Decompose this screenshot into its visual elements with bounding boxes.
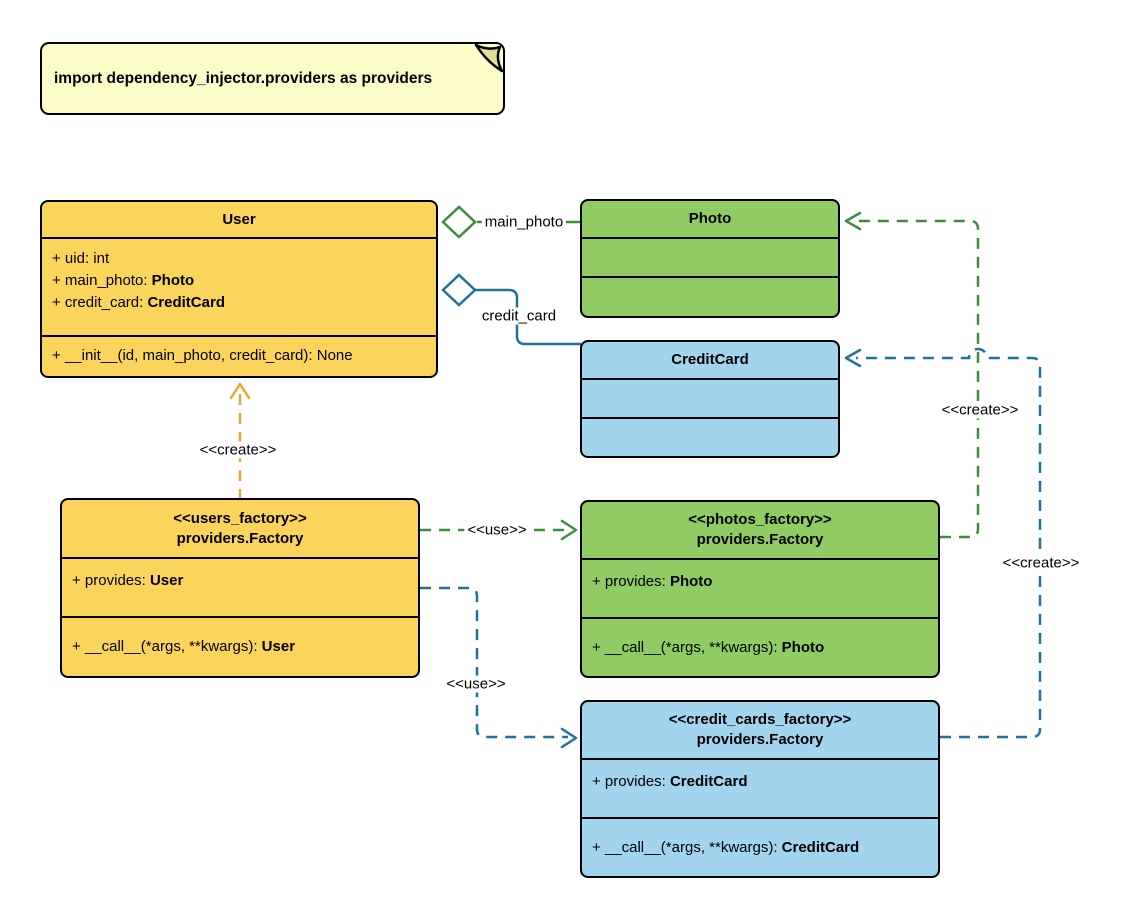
class-photos-factory-attributes: + provides: Photo: [582, 558, 938, 617]
note-text: import dependency_injector.providers as …: [54, 69, 433, 87]
attribute-row: + provides: CreditCard: [592, 773, 748, 790]
class-photos-factory[interactable]: <<photos_factory>> providers.Factory + p…: [580, 500, 940, 678]
arrowhead-create-creditcard: [844, 348, 862, 368]
class-creditcard-attributes: [582, 378, 838, 417]
class-photo-methods: [582, 276, 838, 316]
attribute-row: + provides: Photo: [592, 573, 713, 590]
title-line: providers.Factory: [176, 529, 304, 547]
class-user-attributes: + uid: int + main_photo: Photo + credit_…: [42, 237, 436, 335]
aggregation-diamond-photo: [441, 205, 477, 239]
class-credit-cards-factory[interactable]: <<credit_cards_factory>> providers.Facto…: [580, 700, 940, 878]
class-photos-factory-methods: + __call__(*args, **kwargs): Photo: [582, 617, 938, 676]
attribute-row: + uid: int: [52, 250, 110, 267]
arrowhead-use-photosfactory: [560, 519, 578, 541]
class-creditcard[interactable]: CreditCard: [580, 340, 840, 458]
class-user-methods: + __init__(id, main_photo, credit_card):…: [42, 335, 436, 376]
attribute-row: + main_photo: Photo: [52, 272, 195, 289]
class-users-factory-methods: + __call__(*args, **kwargs): User: [62, 616, 418, 676]
class-users-factory-attributes: + provides: User: [62, 557, 418, 616]
edge-creditcardsfactory-creditcard-line: [856, 347, 1042, 739]
edge-label-create-creditcard: <<create>>: [999, 554, 1083, 572]
edge-label-create-user: <<create>>: [196, 441, 280, 459]
class-photos-factory-title: <<photos_factory>> providers.Factory: [582, 502, 938, 558]
method-row: + __call__(*args, **kwargs): CreditCard: [592, 839, 860, 856]
edge-label-use-credit-cards-factory: <<use>>: [443, 675, 509, 693]
class-photo-attributes: [582, 237, 838, 276]
title-line: providers.Factory: [696, 731, 824, 748]
class-creditcard-methods: [582, 417, 838, 456]
class-credit-cards-factory-methods: + __call__(*args, **kwargs): CreditCard: [582, 817, 938, 876]
edge-label-use-photos-factory: <<use>>: [464, 521, 530, 539]
edge-label-credit-card: credit_card: [478, 307, 560, 325]
aggregation-diamond-creditcard: [441, 273, 477, 307]
class-photo[interactable]: Photo: [580, 199, 840, 318]
class-credit-cards-factory-attributes: + provides: CreditCard: [582, 758, 938, 817]
attribute-row: + credit_card: CreditCard: [52, 294, 225, 311]
attribute-row: + provides: User: [72, 572, 184, 589]
class-credit-cards-factory-title: <<credit_cards_factory>> providers.Facto…: [582, 702, 938, 758]
title-line: providers.Factory: [696, 531, 824, 548]
edge-photosfactory-photo-line: [856, 219, 980, 539]
class-creditcard-title: CreditCard: [671, 351, 749, 368]
edge-label-main-photo: main_photo: [481, 213, 567, 231]
edge-label-create-photo: <<create>>: [938, 401, 1022, 419]
stereotype: <<photos_factory>>: [688, 511, 832, 528]
class-users-factory[interactable]: <<users_factory>> providers.Factory + pr…: [60, 498, 420, 678]
arrowhead-use-creditcardsfactory: [560, 727, 578, 749]
note[interactable]: import dependency_injector.providers as …: [40, 42, 505, 115]
stereotype: <<users_factory>>: [173, 509, 307, 527]
edge-usersfactory-creditcardsfactory-line: [420, 586, 568, 739]
class-user-title: User: [222, 210, 256, 228]
class-users-factory-title: <<users_factory>> providers.Factory: [62, 500, 418, 557]
method-row: + __init__(id, main_photo, credit_card):…: [52, 347, 353, 364]
class-user[interactable]: User + uid: int + main_photo: Photo + cr…: [40, 200, 438, 378]
arrowhead-create-user: [229, 382, 251, 400]
arrowhead-create-photo: [844, 211, 862, 231]
note-fold-icon: [474, 43, 504, 73]
stereotype: <<credit_cards_factory>>: [668, 711, 852, 728]
method-row: + __call__(*args, **kwargs): Photo: [592, 639, 825, 656]
method-row: + __call__(*args, **kwargs): User: [72, 638, 296, 655]
class-photo-title: Photo: [688, 210, 732, 227]
